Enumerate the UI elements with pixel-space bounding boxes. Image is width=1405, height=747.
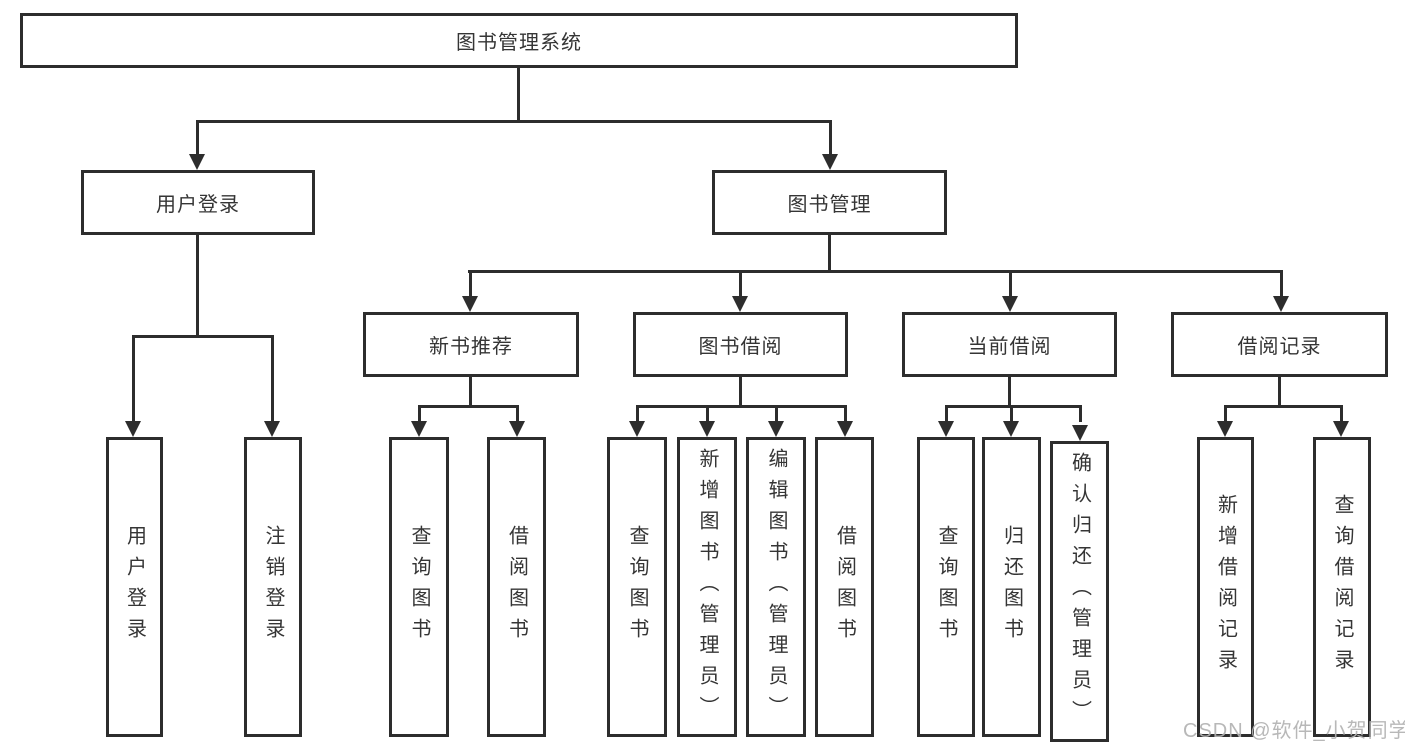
connector-leaf	[945, 405, 948, 422]
connector-to-leaf-user-login	[132, 335, 135, 422]
connector-to-current-borrow	[1009, 270, 1012, 297]
node-new-book-recommendation: 新书推荐	[363, 312, 579, 377]
connector-to-user-login	[196, 120, 199, 155]
connector-book-management-split	[468, 270, 1282, 273]
csdn-watermark: CSDN @软件_小贺同学	[1183, 720, 1405, 742]
connector-book-borrow-split	[636, 405, 846, 408]
connector-book-borrow-stem	[739, 377, 742, 405]
arrowhead-down-icon	[1217, 421, 1233, 437]
arrowhead-down-icon	[629, 421, 645, 437]
connector-leaf	[775, 405, 778, 422]
arrowhead-down-icon	[1333, 421, 1349, 437]
leaf-add-books-admin: 新增图书（管理员）	[677, 437, 737, 737]
connector-to-new-book	[469, 270, 472, 297]
node-library-management-system: 图书管理系统	[20, 13, 1018, 68]
connector-leaf	[706, 405, 709, 422]
connector-leaf	[1340, 405, 1343, 422]
leaf-user-login: 用户登录	[106, 437, 163, 737]
arrowhead-down-icon	[125, 421, 141, 437]
arrowhead-down-icon	[189, 154, 205, 170]
connector-root-split	[196, 120, 832, 123]
connector-book-management-stem	[828, 235, 831, 270]
arrowhead-down-icon	[462, 296, 478, 312]
connector-to-leaf-logout	[271, 335, 274, 422]
arrowhead-down-icon	[411, 421, 427, 437]
connector-leaf	[636, 405, 639, 422]
arrowhead-down-icon	[768, 421, 784, 437]
leaf-query-books: 查询图书	[389, 437, 449, 737]
leaf-add-borrow-record: 新增借阅记录	[1197, 437, 1254, 737]
connector-current-borrow-split	[945, 405, 1082, 408]
connector-borrow-records-split	[1224, 405, 1343, 408]
arrowhead-down-icon	[1273, 296, 1289, 312]
connector-current-borrow-stem	[1008, 377, 1011, 405]
node-book-management: 图书管理	[712, 170, 947, 235]
leaf-query-books: 查询图书	[917, 437, 975, 737]
connector-leaf	[516, 405, 519, 422]
leaf-return-books: 归还图书	[982, 437, 1041, 737]
leaf-query-books: 查询图书	[607, 437, 667, 737]
leaf-borrow-books: 借阅图书	[815, 437, 874, 737]
arrowhead-down-icon	[837, 421, 853, 437]
arrowhead-down-icon	[509, 421, 525, 437]
arrowhead-down-icon	[1072, 425, 1088, 441]
leaf-query-borrow-record: 查询借阅记录	[1313, 437, 1371, 737]
leaf-logout: 注销登录	[244, 437, 302, 737]
arrowhead-down-icon	[938, 421, 954, 437]
connector-new-book-stem	[469, 377, 472, 405]
node-borrowing-records: 借阅记录	[1171, 312, 1388, 377]
arrowhead-down-icon	[822, 154, 838, 170]
node-user-login: 用户登录	[81, 170, 315, 235]
node-current-borrowing: 当前借阅	[902, 312, 1117, 377]
connector-leaf	[1224, 405, 1227, 422]
connector-leaf	[1079, 405, 1082, 422]
arrowhead-down-icon	[699, 421, 715, 437]
arrowhead-down-icon	[1003, 421, 1019, 437]
connector-root-stem	[517, 68, 520, 120]
leaf-confirm-return-admin: 确认归还（管理员）	[1050, 441, 1109, 742]
connector-user-login-split	[132, 335, 274, 338]
connector-user-login-stem	[196, 235, 199, 335]
connector-leaf	[418, 405, 421, 422]
connector-leaf	[844, 405, 847, 422]
connector-leaf	[1010, 405, 1013, 422]
connector-new-book-split	[418, 405, 518, 408]
arrowhead-down-icon	[732, 296, 748, 312]
arrowhead-down-icon	[1002, 296, 1018, 312]
connector-to-book-borrow	[739, 270, 742, 297]
connector-to-borrow-records	[1280, 270, 1283, 297]
leaf-borrow-books: 借阅图书	[487, 437, 546, 737]
leaf-edit-books-admin: 编辑图书（管理员）	[746, 437, 806, 737]
connector-to-book-management	[829, 120, 832, 155]
node-book-borrowing: 图书借阅	[633, 312, 848, 377]
arrowhead-down-icon	[264, 421, 280, 437]
connector-borrow-records-stem	[1278, 377, 1281, 405]
